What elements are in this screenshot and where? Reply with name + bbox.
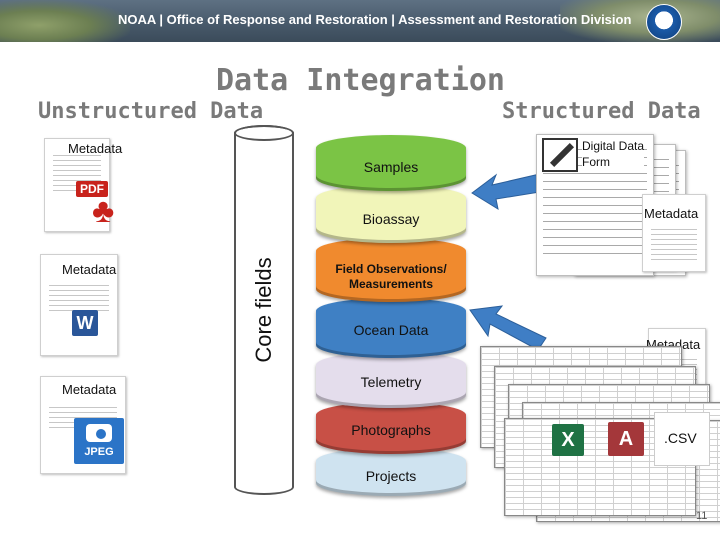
core-fields-cylinder [234,125,294,495]
digital-form-label: Digital Data Form [582,138,645,170]
structured-heading: Structured Data [502,99,701,124]
csv-label: .CSV [664,430,697,446]
access-icon: A [608,422,644,456]
word-document [40,254,118,356]
spreadsheet-6 [504,418,696,516]
layer-samples: Samples [316,135,466,191]
csv-document [654,412,710,466]
excel-icon: X [552,424,584,456]
foliage-left [0,0,130,42]
page-number: 11 [696,510,708,522]
banner-title: NOAA | Office of Response and Restoratio… [118,12,632,27]
unstructured-heading: Unstructured Data [38,99,264,124]
layer-photographs: Photographs [316,402,466,454]
metadata-label-1: Metadata [644,206,699,221]
jpeg-icon: JPEG [74,418,124,464]
metadata-document-1 [642,194,706,272]
header-banner: NOAA | Office of Response and Restoratio… [0,0,720,42]
word-icon: W [72,310,98,336]
doc-label-word: Metadata [62,262,117,277]
doc-label-jpeg: Metadata [62,382,117,397]
core-fields-label: Core fields [251,257,276,363]
page-title: Data Integration [216,63,505,98]
noaa-logo [646,4,682,40]
layer-ocean-data: Ocean Data [316,298,466,358]
arrow-sheets-to-stack [469,305,547,351]
layer-field-observations: Field Observations/ Measurements [316,238,466,302]
layer-projects: Projects [316,448,466,496]
pdf-icon: PDF [76,181,108,197]
doc-label-pdf: Metadata [68,141,123,156]
acrobat-icon: ♣ [92,192,115,230]
foliage-right [560,0,720,42]
layer-bioassay: Bioassay [316,185,466,243]
layer-telemetry: Telemetry [316,352,466,408]
edit-icon [542,138,578,172]
